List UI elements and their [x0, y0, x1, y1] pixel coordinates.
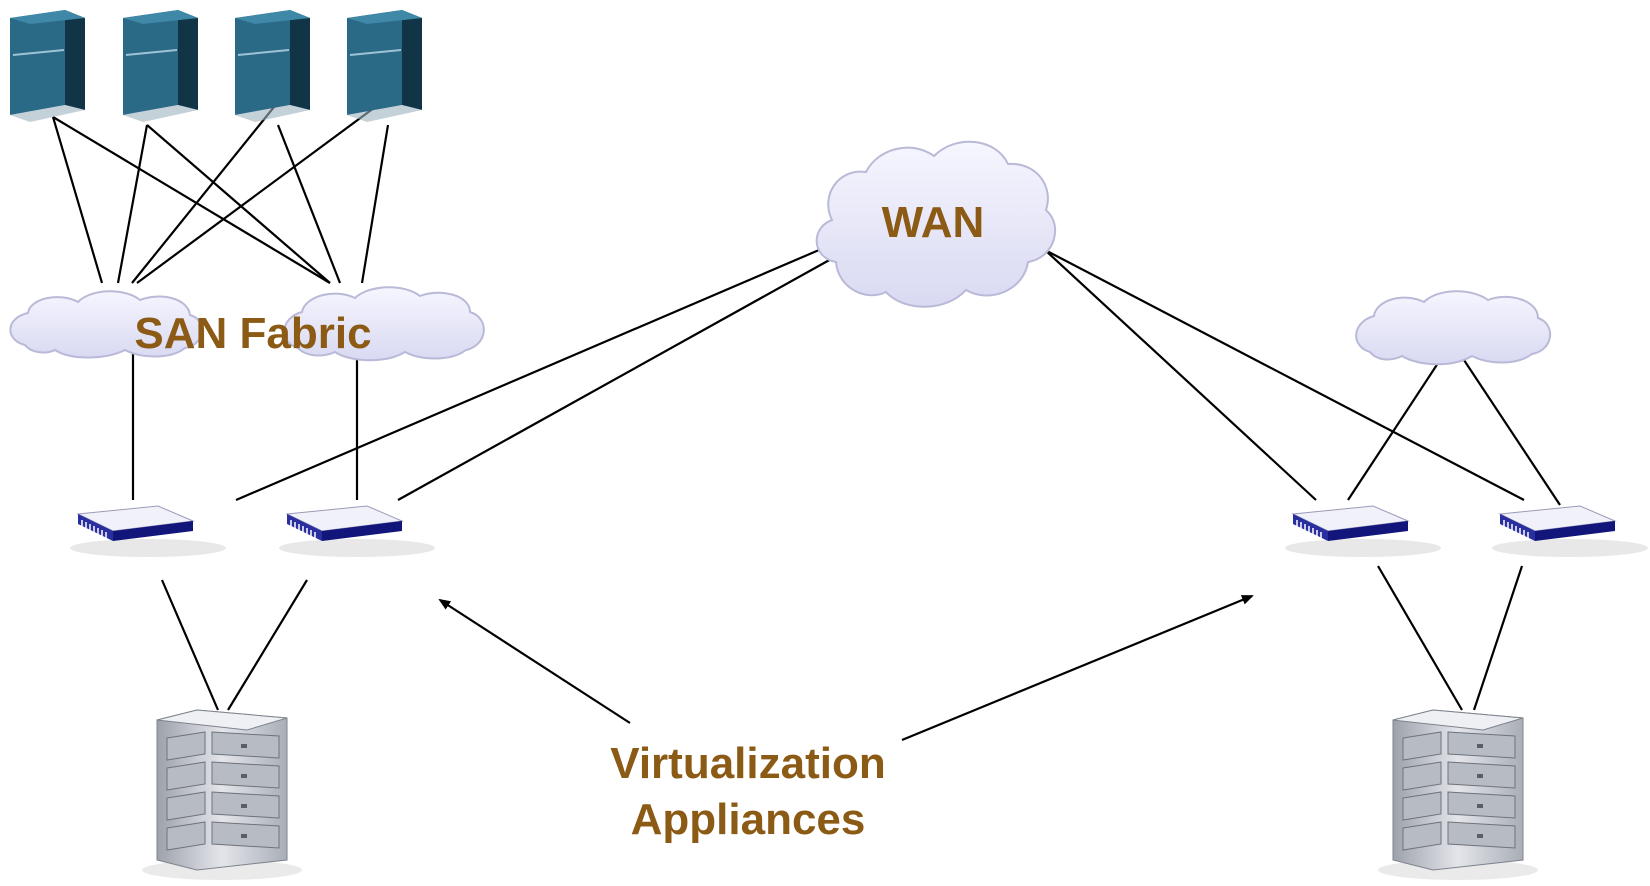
storage-array-icon — [141, 709, 303, 881]
connection-lines — [51, 101, 1561, 742]
server-tower-icon — [122, 9, 199, 123]
appliances-label-line1: Virtualization — [610, 739, 885, 788]
virtualization-appliance-icon — [278, 505, 436, 558]
network-cloud-icon — [283, 286, 485, 362]
virtualization-appliances — [69, 505, 1649, 558]
network-cloud-icon — [9, 290, 203, 359]
server-tower-icon — [9, 9, 86, 123]
virtualization-appliance-icon — [69, 505, 227, 558]
san-fabric-label: SAN Fabric — [134, 309, 371, 358]
server-tower-icon — [346, 9, 423, 123]
server-tower-icon — [234, 9, 311, 123]
wan-label: WAN — [882, 198, 985, 247]
network-cloud-icon — [1355, 290, 1552, 366]
virtualization-appliance-icon — [1491, 505, 1649, 558]
network-cloud-icon — [815, 140, 1056, 308]
virtualization-appliance-icon — [1284, 505, 1442, 558]
server-cluster — [9, 9, 423, 123]
storage-array-icon — [1377, 709, 1539, 881]
appliances-label-line2: Appliances — [631, 795, 866, 844]
san-fabric-clouds — [9, 286, 485, 362]
